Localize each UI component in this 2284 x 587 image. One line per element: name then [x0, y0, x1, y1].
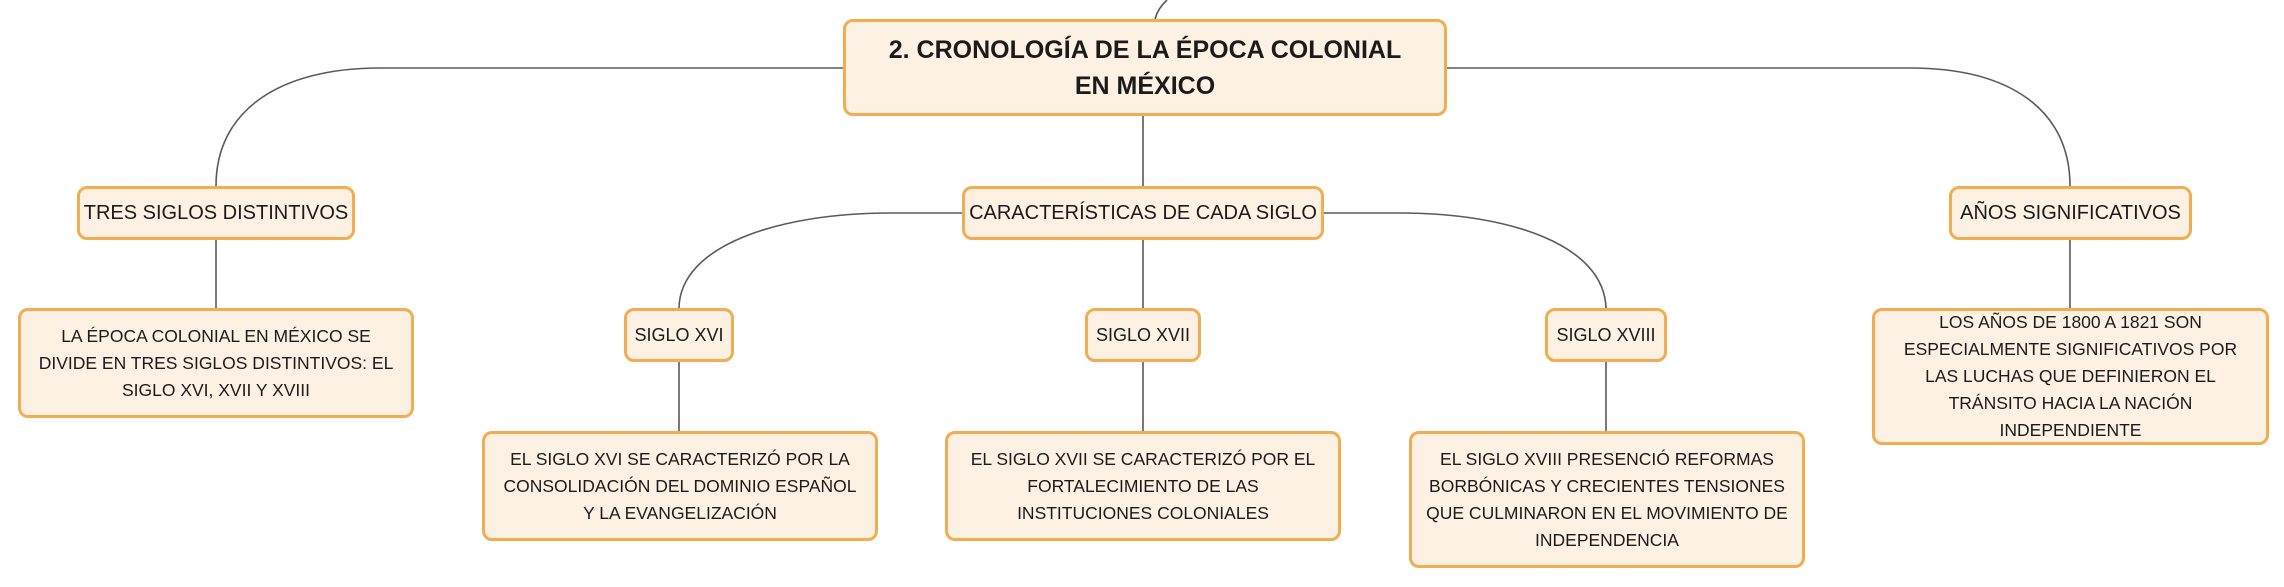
topic-caracteristicas-de-cada-siglo[interactable]: CARACTERÍSTICAS DE CADA SIGLO: [962, 186, 1324, 240]
subtopic-siglo-xvii-label: SIGLO XVII: [1095, 324, 1191, 345]
subtopic-siglo-xviii-label: SIGLO XVIII: [1556, 324, 1656, 345]
subtopic-siglo-xvi-label: SIGLO XVI: [634, 324, 724, 345]
detail-anos-text: LOS AÑOS DE 1800 A 1821 SON ESPECIALMENT…: [1903, 312, 2238, 440]
topic-caracteristicas-label: CARACTERÍSTICAS DE CADA SIGLO: [969, 201, 1317, 224]
detail-siglo-xvi[interactable]: EL SIGLO XVI SE CARACTERIZÓ POR LA CONSO…: [482, 431, 878, 541]
detail-siglo-xviii[interactable]: EL SIGLO XVIII PRESENCIÓ REFORMAS BORBÓN…: [1409, 431, 1805, 568]
connector-root-anos-significativos: [1447, 67, 2071, 187]
topic-tres-siglos-label: TRES SIGLOS DISTINTIVOS: [83, 201, 349, 224]
connector-from-parent: [1154, 0, 1168, 20]
topic-anos-label: AÑOS SIGNIFICATIVOS: [1960, 201, 2181, 224]
connector-caracteristicas-xvi: [678, 212, 962, 309]
detail-siglo-xvi-text: EL SIGLO XVI SE CARACTERIZÓ POR LA CONSO…: [503, 448, 857, 523]
topic-tres-siglos-distintivos[interactable]: TRES SIGLOS DISTINTIVOS: [77, 186, 355, 240]
detail-anos-significativos[interactable]: LOS AÑOS DE 1800 A 1821 SON ESPECIALMENT…: [1872, 308, 2269, 445]
connector-caracteristicas-xviii: [1324, 212, 1607, 309]
detail-tres-siglos[interactable]: LA ÉPOCA COLONIAL EN MÉXICO SE DIVIDE EN…: [18, 308, 414, 418]
detail-tres-siglos-text: LA ÉPOCA COLONIAL EN MÉXICO SE DIVIDE EN…: [38, 325, 394, 400]
detail-siglo-xviii-text: EL SIGLO XVIII PRESENCIÓ REFORMAS BORBÓN…: [1426, 448, 1788, 550]
topic-anos-significativos[interactable]: AÑOS SIGNIFICATIVOS: [1949, 186, 2192, 240]
detail-siglo-xvii[interactable]: EL SIGLO XVII SE CARACTERIZÓ POR EL FORT…: [945, 431, 1341, 541]
subtopic-siglo-xvii[interactable]: SIGLO XVII: [1085, 308, 1201, 362]
root-topic[interactable]: 2. CRONOLOGÍA DE LA ÉPOCA COLONIAL EN MÉ…: [843, 19, 1447, 116]
subtopic-siglo-xvi[interactable]: SIGLO XVI: [624, 308, 734, 362]
subtopic-siglo-xviii[interactable]: SIGLO XVIII: [1545, 308, 1667, 362]
connector-root-tres-siglos: [215, 67, 843, 187]
detail-siglo-xvii-text: EL SIGLO XVII SE CARACTERIZÓ POR EL FORT…: [970, 448, 1316, 523]
root-topic-title: 2. CRONOLOGÍA DE LA ÉPOCA COLONIAL EN MÉ…: [888, 35, 1402, 100]
